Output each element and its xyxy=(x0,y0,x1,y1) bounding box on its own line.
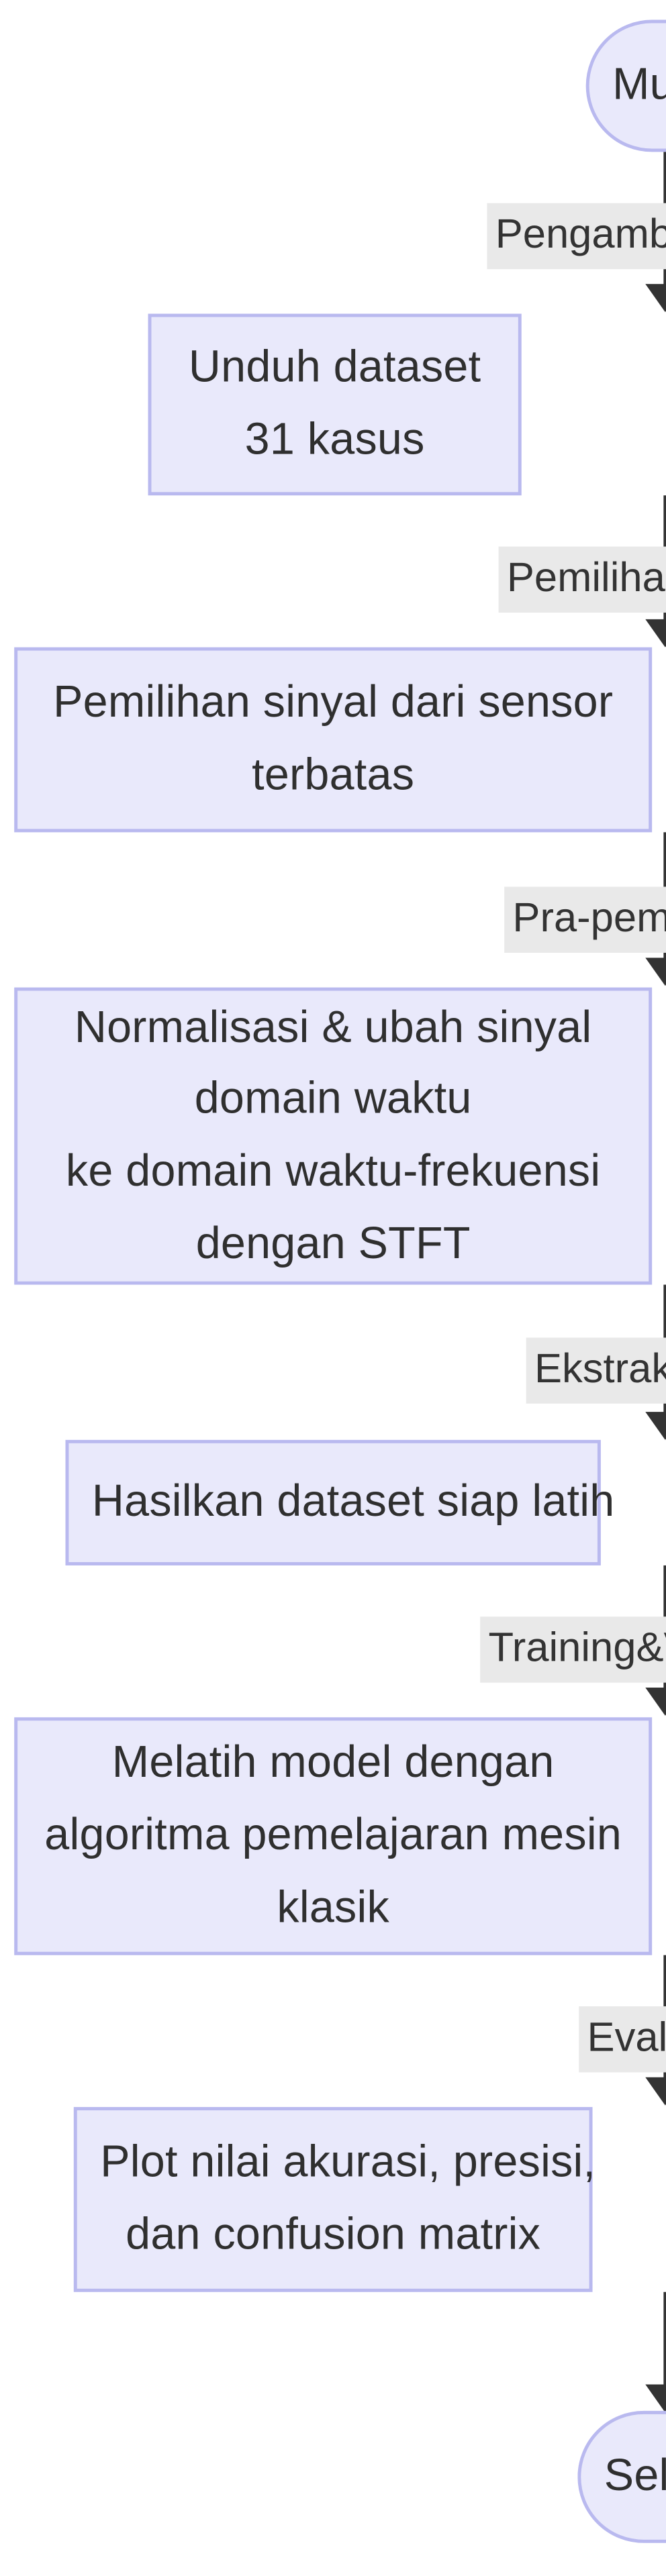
edge-label-pengambilan-data: Pengambilan Data xyxy=(487,203,666,269)
edge-label-pemilihan-sensor: Pemilihan sensor xyxy=(498,546,666,613)
node-unduh-dataset-label: Unduh dataset 31 kasus xyxy=(188,342,481,464)
node-selesai-label: Selesai xyxy=(604,2451,666,2501)
node-melatih-model[interactable]: Melatih model dengan algoritma pemelajar… xyxy=(14,1717,652,1955)
edge-label-evaluasi: Evaluasi xyxy=(579,2006,666,2072)
node-mulai[interactable]: Mulai xyxy=(585,19,666,152)
edge-pemilihan-normalisasi-arrowhead xyxy=(645,958,666,986)
node-normalisasi-stft[interactable]: Normalisasi & ubah sinyal domain waktu k… xyxy=(14,987,652,1285)
node-pemilihan-sinyal-label: Pemilihan sinyal dari sensor terbatas xyxy=(52,677,614,800)
edge-plot-selesai-line xyxy=(663,2291,666,2402)
edge-mulai-unduh-arrowhead xyxy=(645,284,666,313)
node-plot-evaluasi[interactable]: Plot nilai akurasi, presisi, dan confusi… xyxy=(73,2107,596,2292)
node-normalisasi-stft-label: Normalisasi & ubah sinyal domain waktu k… xyxy=(65,1001,601,1268)
node-plot-evaluasi-label: Plot nilai akurasi, presisi, dan confusi… xyxy=(100,2137,596,2259)
edge-unduh-pemilihan-arrowhead xyxy=(645,619,666,648)
edge-plot-selesai-arrowhead xyxy=(645,2384,666,2413)
edge-label-ekstraksi-fitur: Ekstraksi Fitur xyxy=(526,1337,666,1404)
node-unduh-dataset[interactable]: Unduh dataset 31 kasus xyxy=(148,313,522,496)
node-dataset-siap-latih[interactable]: Hasilkan dataset siap latih xyxy=(65,1439,615,1565)
node-dataset-siap-latih-label: Hasilkan dataset siap latih xyxy=(91,1476,615,1527)
node-mulai-label: Mulai xyxy=(612,59,666,109)
edge-melatih-plot-arrowhead xyxy=(645,2077,666,2106)
node-melatih-model-label: Melatih model dengan algoritma pemelajar… xyxy=(44,1737,622,1932)
edge-normalisasi-dataset-arrowhead xyxy=(645,1412,666,1440)
node-selesai[interactable]: Selesai xyxy=(577,2410,666,2543)
edge-label-training-validation: Training&Validation xyxy=(479,1616,666,1683)
edge-label-pra-pemrosesan: Pra-pemrosesan xyxy=(504,886,666,953)
node-pemilihan-sinyal[interactable]: Pemilihan sinyal dari sensor terbatas xyxy=(14,647,652,833)
edge-dataset-melatih-arrowhead xyxy=(645,1688,666,1716)
flowchart-scaler: Mulai Pengambilan Data Unduh dataset 31 … xyxy=(3,0,666,2576)
